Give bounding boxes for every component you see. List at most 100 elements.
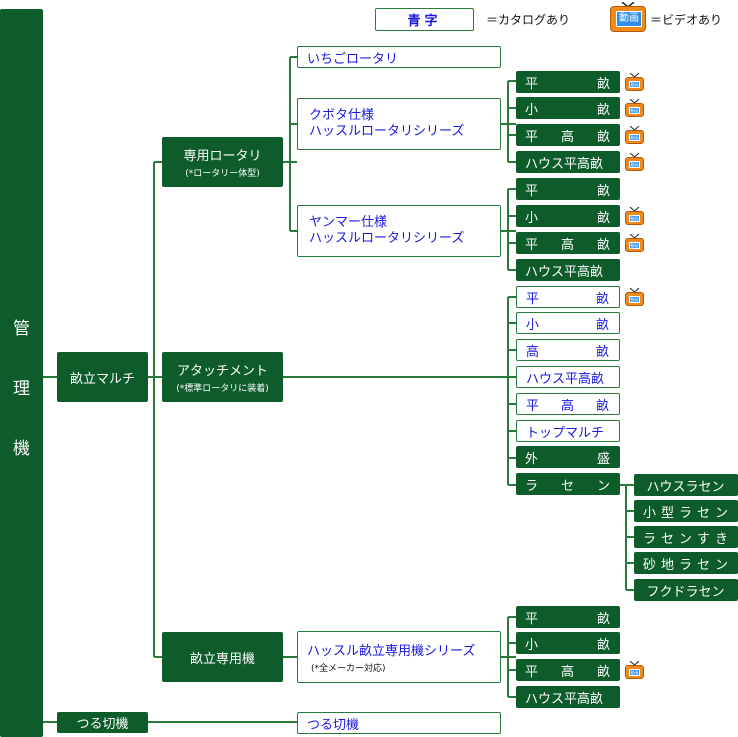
rasen-sub-item[interactable]: 砂地ラセン — [634, 552, 738, 574]
node-ichigo-rotary[interactable]: いちごロータリ — [297, 46, 501, 68]
item-char: 畝 — [596, 210, 610, 226]
video-tv-icon[interactable]: 動画 — [625, 288, 644, 306]
rasen-sub-item[interactable]: ハウスラセン — [634, 474, 738, 496]
item-char: ン — [678, 531, 692, 547]
item-char: 盛 — [596, 451, 610, 467]
item-char: 畝 — [595, 398, 609, 414]
yanmar-items-item[interactable]: 平畝 — [516, 178, 620, 200]
item-char: 高 — [526, 344, 540, 360]
rasen-sub-item[interactable]: フクドラセン — [634, 579, 738, 601]
item-char: ラ — [643, 531, 657, 547]
hustle-items-item[interactable]: 小畝 — [516, 632, 620, 654]
kubota-items-item[interactable]: ハウス平高畝 — [516, 151, 620, 173]
item-char: 地 — [660, 557, 674, 573]
video-tv-icon[interactable]: 動画 — [625, 153, 644, 171]
hustle-items-item[interactable]: 平高畝 — [516, 659, 620, 681]
item-char: 型 — [660, 505, 674, 521]
node-attachment[interactable]: アタッチメント (*標準ロータリに装着) — [162, 352, 283, 402]
video-tv-icon[interactable]: 動画 — [625, 234, 644, 252]
legend-video-icon-label: 動画 — [616, 11, 642, 27]
item-char: 高 — [560, 129, 574, 145]
item-char: き — [714, 531, 728, 547]
item-char: ハウスラセン — [646, 479, 725, 495]
node-rotary-title: 専用ロータリ — [183, 149, 262, 164]
node-rotary[interactable]: 専用ロータリ (*ロータリー体型) — [162, 137, 283, 187]
attachment-items-item[interactable]: 平高畝 — [516, 393, 620, 415]
video-tv-icon[interactable]: 動画 — [625, 126, 644, 144]
rasen-sub-item[interactable]: ラセンすき — [634, 526, 738, 548]
attachment-items-item[interactable]: 小畝 — [516, 312, 620, 334]
item-char: 畝 — [596, 76, 610, 92]
item-char: ラ — [678, 505, 692, 521]
kubota-items-item[interactable]: 平高畝 — [516, 124, 620, 146]
node-hustle-sub: (*全メーカー対応) — [311, 664, 386, 674]
kubota-items-item[interactable]: 平畝 — [516, 71, 620, 93]
node-kubota-line1: クボタ仕様 — [309, 108, 375, 123]
item-char: 高 — [560, 237, 574, 253]
item-char: ハウス平高畝 — [525, 691, 604, 707]
item-char: ラ — [678, 557, 692, 573]
video-tv-icon[interactable]: 動画 — [625, 99, 644, 117]
hustle-items-item[interactable]: 平畝 — [516, 606, 620, 628]
legend-catalog-swatch: 青字 — [375, 8, 474, 31]
attachment-items-item[interactable]: トップマルチ — [516, 420, 620, 442]
item-char: 高 — [560, 398, 574, 414]
item-char: 畝 — [595, 291, 609, 307]
item-char: 外 — [525, 451, 539, 467]
item-char: 平 — [525, 76, 539, 92]
root-box[interactable]: 管 理 機 — [0, 9, 43, 737]
yanmar-items-item[interactable]: ハウス平高畝 — [516, 259, 620, 281]
item-char: 畝 — [596, 637, 610, 653]
kubota-items-item[interactable]: 小畝 — [516, 97, 620, 119]
item-char: フクドラセン — [646, 584, 725, 600]
attachment-items-item[interactable]: ハウス平高畝 — [516, 366, 620, 388]
video-tv-icon[interactable]: 動画 — [625, 207, 644, 225]
video-tv-icon[interactable]: 動画 — [625, 661, 644, 679]
item-char: 平 — [525, 183, 539, 199]
root-label: 管 理 機 — [13, 319, 30, 459]
node-yanmar-series[interactable]: ヤンマー仕様 ハッスルロータリシリーズ — [297, 205, 501, 257]
attachment-items-item[interactable]: 高畝 — [516, 339, 620, 361]
item-char: 高 — [560, 664, 574, 680]
attachment-items-item[interactable]: 外盛 — [516, 446, 620, 468]
item-char: 小 — [525, 637, 539, 653]
yanmar-items-item[interactable]: 小畝 — [516, 205, 620, 227]
node-hustle-series[interactable]: ハッスル畝立専用機シリーズ (*全メーカー対応) — [297, 631, 501, 683]
item-char: ン — [714, 557, 728, 573]
node-kubota-line2: ハッスルロータリシリーズ — [309, 124, 465, 139]
rasen-sub-item[interactable]: 小型ラセン — [634, 500, 738, 522]
item-char: 平 — [526, 398, 540, 414]
item-char: 平 — [526, 291, 540, 307]
item-char: ン — [714, 505, 728, 521]
item-char: ハウス平高畝 — [526, 371, 605, 387]
node-attachment-sub: (*標準ロータリに装着) — [176, 384, 269, 394]
item-char: 平 — [525, 237, 539, 253]
item-char: す — [696, 531, 710, 547]
item-char: 畝 — [596, 237, 610, 253]
node-tsuru-kiri-item[interactable]: つる切機 — [297, 712, 501, 734]
item-char: 畝 — [596, 102, 610, 118]
node-rotary-sub: (*ロータリー体型) — [185, 169, 260, 179]
item-char: ン — [596, 478, 610, 494]
item-char: セ — [696, 557, 710, 573]
node-attachment-title: アタッチメント — [176, 364, 268, 379]
attachment-items-item[interactable]: ラセン — [516, 473, 620, 495]
node-hustle-title: ハッスル畝立専用機シリーズ — [307, 644, 476, 659]
yanmar-items-item[interactable]: 平高畝 — [516, 232, 620, 254]
attachment-items-item[interactable]: 平畝 — [516, 286, 620, 308]
legend-video-icon: 動画 — [610, 2, 646, 32]
item-char: トップマルチ — [526, 425, 605, 441]
node-dedicated[interactable]: 畝立専用機 — [162, 632, 283, 682]
node-une-multi[interactable]: 畝立マルチ — [57, 352, 148, 402]
item-char: 畝 — [596, 611, 610, 627]
video-tv-icon[interactable]: 動画 — [625, 73, 644, 91]
node-yanmar-line2: ハッスルロータリシリーズ — [309, 231, 465, 246]
node-kubota-series[interactable]: クボタ仕様 ハッスルロータリシリーズ — [297, 98, 501, 150]
item-char: 平 — [525, 129, 539, 145]
hustle-items-item[interactable]: ハウス平高畝 — [516, 686, 620, 708]
node-tsuru-kiri[interactable]: つる切機 — [57, 712, 148, 733]
item-char: セ — [696, 505, 710, 521]
legend-catalog-text: ＝カタログあり — [486, 13, 571, 27]
legend-video-text: ＝ビデオあり — [650, 13, 723, 27]
